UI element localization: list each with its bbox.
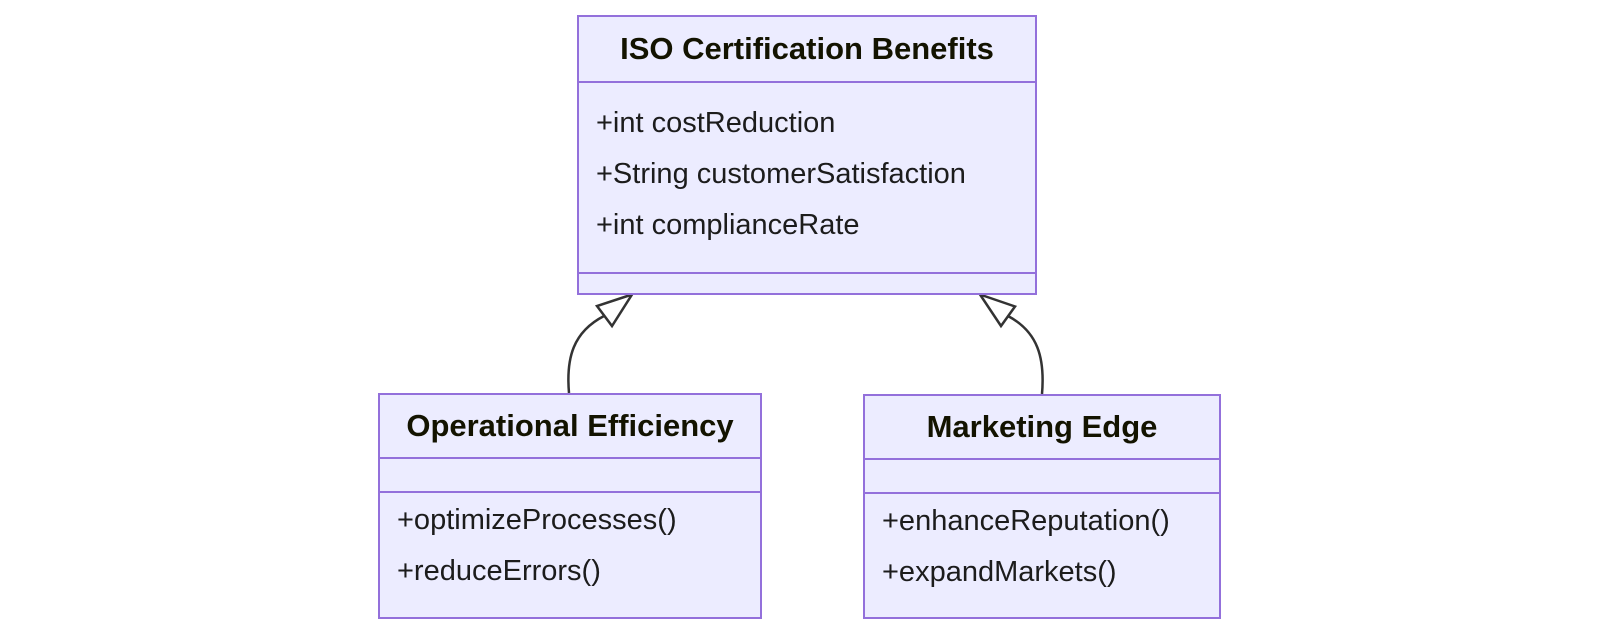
class-box-marketing-edge: Marketing Edge +enhanceReputation() +exp…	[863, 394, 1221, 619]
class-title: Marketing Edge	[865, 396, 1219, 460]
class-title: ISO Certification Benefits	[579, 17, 1035, 83]
class-method: +enhanceReputation()	[882, 505, 1170, 537]
inheritance-arrowhead-icon	[976, 292, 1017, 329]
class-box-iso-certification-benefits: ISO Certification Benefits +int costRedu…	[577, 15, 1037, 295]
inheritance-line-operational-efficiency	[567, 314, 605, 394]
attributes-section: +int costReduction +String customerSatis…	[579, 83, 1035, 272]
class-attribute: +int complianceRate	[596, 209, 860, 241]
class-box-operational-efficiency: Operational Efficiency +optimizeProcesse…	[378, 393, 762, 619]
class-attribute: +String customerSatisfaction	[596, 158, 966, 190]
class-title: Operational Efficiency	[380, 395, 760, 459]
methods-section: +enhanceReputation() +expandMarkets()	[865, 492, 1219, 617]
class-attribute: +int costReduction	[596, 107, 836, 139]
methods-section: +optimizeProcesses() +reduceErrors()	[380, 491, 760, 617]
class-method: +reduceErrors()	[397, 555, 601, 587]
attributes-section-empty	[865, 460, 1219, 492]
inheritance-line-marketing-edge	[1007, 314, 1044, 395]
class-method: +expandMarkets()	[882, 556, 1117, 588]
methods-section-empty	[579, 272, 1035, 293]
class-method: +optimizeProcesses()	[397, 504, 677, 536]
inheritance-arrowhead-icon	[594, 292, 635, 329]
attributes-section-empty	[380, 459, 760, 491]
